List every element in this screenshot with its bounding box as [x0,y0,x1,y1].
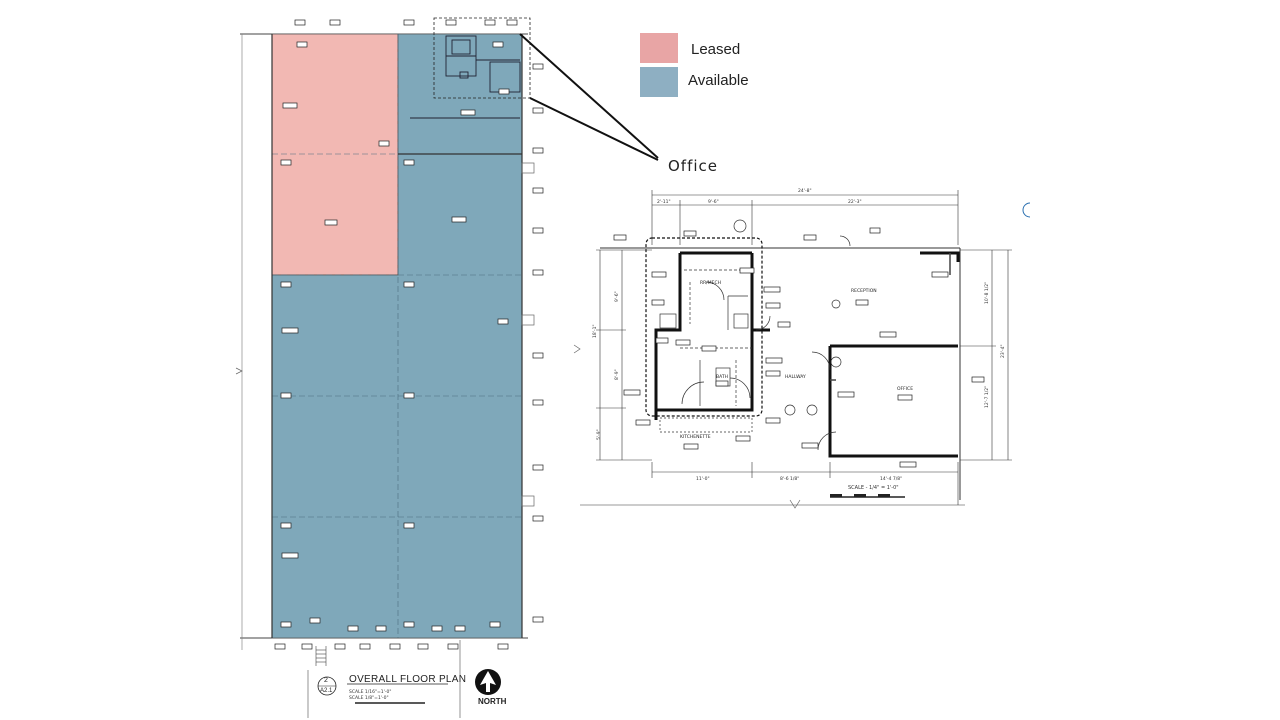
svg-text:14'-4 7/8": 14'-4 7/8" [880,476,902,482]
svg-text:22'-3": 22'-3" [848,199,862,205]
svg-text:9'-6": 9'-6" [614,291,620,302]
office-scale-note: SCALE - 1/4" = 1'-0" [848,485,899,491]
svg-text:8'-6 1/8": 8'-6 1/8" [780,476,799,482]
legend-label-leased: Leased [691,41,741,58]
plan-title-block: SCALE 1/16"=1'-0" SCALE 1/8"=1'-0" [307,670,448,718]
svg-text:9'-6": 9'-6" [708,199,719,205]
svg-text:18'-1": 18'-1" [592,324,598,338]
legend-swatch-leased [640,33,678,63]
svg-text:2'-11": 2'-11" [657,199,671,205]
svg-text:5'-9": 5'-9" [596,429,602,440]
office-detail-plan: 24'-8" 2'-11" 9'-6" 22'-3" 11'-0" 8'-6 1… [573,188,1031,509]
sheet-ref: A2.1 [320,688,333,694]
office-scale-bar [830,494,905,498]
svg-text:OFFICE: OFFICE [897,386,913,392]
svg-text:8'-9": 8'-9" [614,369,620,380]
north-label: NORTH [478,697,507,706]
svg-text:24'-8": 24'-8" [798,188,812,194]
sheet-number: 2 [324,677,328,684]
overall-floor-plan: SCALE 1/16"=1'-0" SCALE 1/8"=1'-0" [235,17,544,718]
svg-text:KITCHENETTE: KITCHENETTE [680,434,711,440]
svg-text:SCALE 1/8"=1'-0": SCALE 1/8"=1'-0" [349,695,389,701]
svg-text:23'-4": 23'-4" [1000,344,1006,358]
north-arrow-icon [475,669,501,695]
plan-title: OVERALL FLOOR PLAN [349,674,467,685]
svg-text:BATH: BATH [716,374,728,380]
leased-area [271,33,399,276]
legend-label-available: Available [688,72,749,89]
svg-text:RECEPTION: RECEPTION [851,288,877,294]
legend-swatch-available [640,67,678,97]
svg-text:12'-7 1/2": 12'-7 1/2" [984,386,990,408]
svg-text:RR/MECH: RR/MECH [700,280,721,286]
svg-text:10'-8 1/2": 10'-8 1/2" [984,282,990,304]
svg-text:SCALE 1/16"=1'-0": SCALE 1/16"=1'-0" [349,689,391,695]
office-callout-label: Office [668,157,719,175]
svg-text:HALLWAY: HALLWAY [785,374,806,380]
office-callout-lines [519,33,659,161]
svg-text:11'-0": 11'-0" [696,476,710,482]
